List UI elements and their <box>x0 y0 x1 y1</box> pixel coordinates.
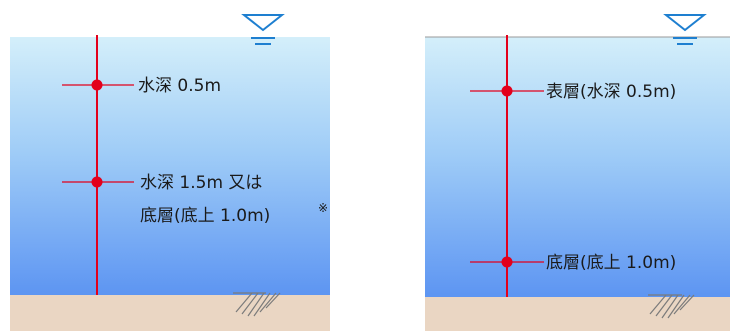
left-depth-15-label: 水深 1.5m 又は <box>140 173 262 193</box>
right-seabed-hatch-icon <box>648 294 695 319</box>
right-bottom-label: 底層(底上 1.0m) <box>546 253 676 273</box>
right-surface-label: 表層(水深 0.5m) <box>546 82 676 102</box>
left-note-mark: ※ <box>318 201 328 215</box>
right-surface-point <box>501 85 513 97</box>
right-water-body <box>425 37 730 297</box>
left-seabed <box>10 295 330 331</box>
left-depth-05-label: 水深 0.5m <box>138 76 221 96</box>
left-water-surface-icon <box>241 14 285 45</box>
right-bottom-point <box>501 256 513 268</box>
left-diagram: 水深 0.5m 水深 1.5m 又は 底層(底上 1.0m) ※ <box>10 14 330 331</box>
left-water-body <box>10 37 330 295</box>
right-water-surface-icon <box>663 14 707 45</box>
left-depth-15-point <box>91 176 103 188</box>
left-seabed-hatch-icon <box>233 292 281 317</box>
right-diagram: 表層(水深 0.5m) 底層(底上 1.0m) <box>425 14 730 331</box>
left-depth-05-point <box>91 79 103 91</box>
left-bottom-layer-label: 底層(底上 1.0m) <box>140 206 270 226</box>
